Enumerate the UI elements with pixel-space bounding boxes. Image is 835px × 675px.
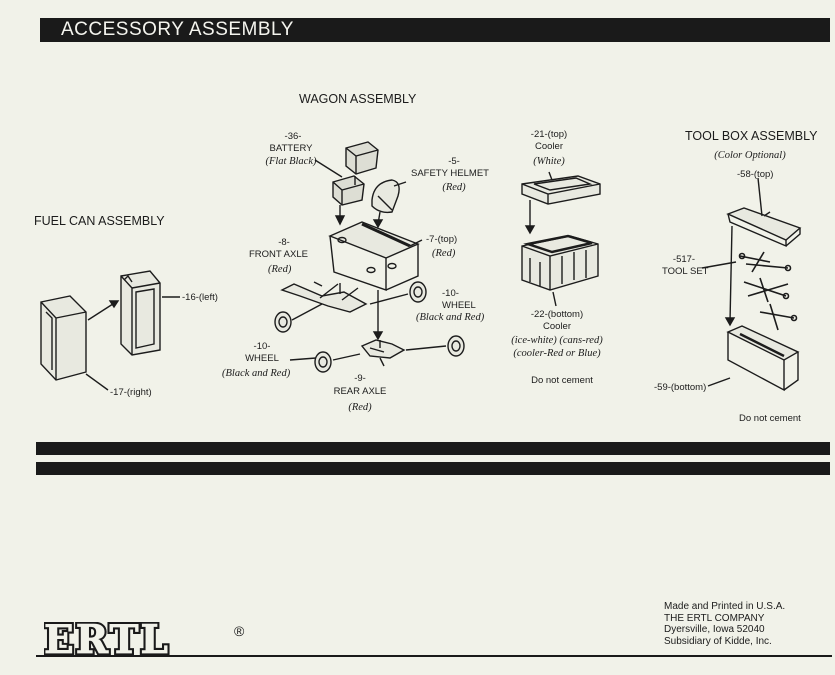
front-axle-color: (Red): [268, 264, 292, 275]
cooler-bottom-color-line2: (cooler-Red or Blue): [513, 348, 601, 359]
tool-box-subtitle: (Color Optional): [714, 150, 786, 161]
front-axle-label: FRONT AXLE: [249, 249, 308, 260]
wheel-left-part-number: -10-: [253, 341, 271, 352]
cooler-top-label: Cooler: [535, 141, 563, 152]
ertl-logo: ERTL ERTL: [44, 622, 170, 656]
cooler-top-color: (White): [533, 156, 565, 167]
rear-axle-drawing: [360, 339, 406, 359]
divider-bar-1: [36, 442, 830, 455]
cooler-bottom-part-number: -22-(bottom): [530, 309, 584, 320]
wagon-top-color: (Red): [432, 248, 456, 259]
helmet-label: SAFETY HELMET: [411, 168, 489, 179]
tool-box-bottom-part-number: -59-(bottom): [654, 382, 707, 393]
rear-axle-color: (Red): [348, 402, 372, 413]
publisher-line-2: THE ERTL COMPANY: [664, 612, 765, 624]
cooler-bottom-drawing: [521, 234, 599, 291]
fuel-can-left-drawing: [120, 270, 161, 356]
helmet-color: (Red): [442, 182, 466, 193]
divider-bar-2: [36, 462, 830, 475]
fuel-can-right-drawing: [40, 295, 87, 381]
tool-box-assembly-title: TOOL BOX ASSEMBLY: [685, 129, 818, 143]
wheel-right-label: WHEEL: [442, 300, 476, 311]
front-axle-drawing: [280, 283, 368, 313]
wagon-top-part-number: -7-(top): [426, 234, 458, 245]
fuel-can-assembly-title: FUEL CAN ASSEMBLY: [34, 214, 165, 228]
rear-axle-label: REAR AXLE: [333, 386, 387, 397]
wheel-right-color: (Black and Red): [416, 312, 485, 323]
wheel-left-drawing: [274, 311, 292, 333]
svg-text:ERTL: ERTL: [44, 622, 170, 656]
wagon-top-drawing: [328, 221, 420, 291]
toolbox-top-drawing: [726, 207, 802, 248]
rear-axle-part-number: -9-: [354, 373, 366, 384]
publisher-line-4: Subsidiary of Kidde, Inc.: [664, 635, 772, 647]
front-axle-part-number: -8-: [278, 237, 290, 248]
battery-drawing: [332, 141, 379, 206]
wheel-rear-right-drawing: [447, 335, 465, 357]
section-header-bar: ACCESSORY ASSEMBLY: [40, 18, 830, 42]
wheel-left-color: (Black and Red): [222, 368, 291, 379]
wheel-rear-left-drawing: [314, 351, 332, 373]
cooler-note: Do not cement: [531, 375, 593, 386]
tool-set-part-number: -517-: [672, 254, 696, 265]
section-title: ACCESSORY ASSEMBLY: [61, 19, 294, 40]
wagon-assembly-title: WAGON ASSEMBLY: [299, 92, 417, 106]
wheel-right-drawing: [409, 281, 427, 303]
tool-box-top-part-number: -58-(top): [737, 169, 774, 180]
cooler-top-drawing: [521, 175, 601, 205]
cooler-bottom-label: Cooler: [543, 321, 571, 332]
fuel-can-left-part-number: -16-(left): [182, 292, 218, 303]
registered-mark: ®: [234, 623, 245, 639]
wheel-right-part-number: -10-: [442, 288, 459, 299]
battery-label: BATTERY: [269, 143, 313, 154]
tool-set-drawing: [738, 251, 798, 331]
cooler-top-part-number: -21-(top): [530, 129, 568, 140]
tool-box-note: Do not cement: [739, 413, 801, 424]
toolbox-bottom-drawing: [726, 325, 800, 392]
publisher-line-3: Dyersville, Iowa 52040: [664, 624, 765, 635]
cooler-bottom-color-line1: (ice-white) (cans-red): [511, 335, 603, 346]
helmet-part-number: -5-: [448, 156, 460, 167]
wheel-left-label: WHEEL: [245, 353, 279, 364]
publisher-line-1: Made and Printed in U.S.A.: [664, 601, 786, 612]
footer-rule: [36, 655, 832, 657]
fuel-can-right-part-number: -17-(right): [110, 387, 152, 398]
battery-color: (Flat Black): [265, 156, 317, 167]
helmet-drawing: [371, 179, 400, 214]
svg-text:ERTL: ERTL: [44, 622, 170, 656]
publisher-info: Made and Printed in U.S.A. THE ERTL COMP…: [664, 601, 785, 647]
battery-part-number: -36-: [284, 131, 302, 142]
tool-set-label: TOOL SET: [662, 266, 709, 277]
